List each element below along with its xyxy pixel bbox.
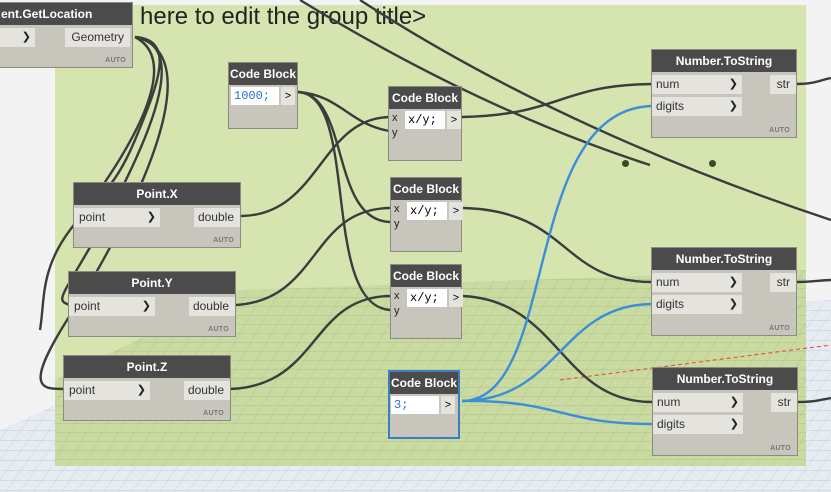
output-port[interactable]: > bbox=[441, 396, 455, 414]
output-port-double[interactable]: double bbox=[189, 297, 235, 316]
chevron-right-icon: ❯ bbox=[21, 31, 31, 43]
input-port-point[interactable]: point❯ bbox=[74, 208, 160, 227]
chevron-right-icon: ❯ bbox=[729, 396, 739, 408]
input-port-x[interactable]: x bbox=[394, 203, 400, 215]
node-number-tostring[interactable]: Number.ToString num❯ digits❯ str AUTO bbox=[651, 49, 797, 138]
node-code-block-3[interactable]: Code Block 3; > bbox=[388, 370, 460, 439]
code-editor[interactable]: 3; > bbox=[391, 396, 455, 414]
code-text[interactable]: x/y; bbox=[405, 111, 445, 129]
output-port-geometry[interactable]: Geometry bbox=[65, 28, 130, 47]
input-port-y[interactable]: y bbox=[394, 305, 400, 317]
input-port-x[interactable]: x bbox=[394, 290, 400, 302]
node-title: Code Block bbox=[229, 63, 297, 85]
input-port-y[interactable]: y bbox=[394, 218, 400, 230]
geometry-point bbox=[709, 160, 716, 167]
code-text[interactable]: 1000; bbox=[231, 87, 279, 105]
input-port-point[interactable]: point❯ bbox=[64, 381, 150, 400]
code-editor[interactable]: x/y; > bbox=[405, 111, 461, 129]
code-editor[interactable]: x/y; > bbox=[407, 289, 463, 307]
chevron-right-icon: ❯ bbox=[141, 300, 151, 312]
node-title: Code Block bbox=[391, 178, 461, 200]
node-code-block-xy[interactable]: Code Block x y x/y; > bbox=[388, 86, 462, 161]
chevron-right-icon: ❯ bbox=[728, 276, 738, 288]
input-port-digits[interactable]: digits❯ bbox=[652, 295, 742, 314]
code-text[interactable]: 3; bbox=[391, 396, 439, 414]
node-code-block-xy[interactable]: Code Block x y x/y; > bbox=[390, 177, 463, 252]
output-port-str[interactable]: str bbox=[770, 75, 796, 94]
code-text[interactable]: x/y; bbox=[407, 202, 447, 220]
node-title: Point.X bbox=[74, 183, 240, 205]
input-port-x[interactable]: x bbox=[392, 112, 398, 124]
input-port-point[interactable]: point❯ bbox=[69, 297, 155, 316]
input-port-digits[interactable]: digits❯ bbox=[653, 415, 743, 434]
output-port-double[interactable]: double bbox=[194, 208, 240, 227]
chevron-right-icon: ❯ bbox=[728, 78, 738, 90]
node-title: ent.GetLocation bbox=[0, 3, 132, 25]
lacing-badge: AUTO bbox=[105, 57, 126, 64]
node-title: Number.ToString bbox=[652, 50, 796, 72]
node-point-y[interactable]: Point.Y point❯ double AUTO bbox=[68, 271, 236, 337]
node-element-getlocation[interactable]: ent.GetLocation ❯ Geometry AUTO bbox=[0, 2, 133, 68]
node-code-block-1000[interactable]: Code Block 1000; > bbox=[228, 62, 298, 129]
output-port-str[interactable]: str bbox=[771, 393, 797, 412]
lacing-badge: AUTO bbox=[769, 127, 790, 134]
code-editor[interactable]: 1000; > bbox=[231, 87, 295, 105]
node-title: Code Block bbox=[390, 372, 458, 394]
input-port[interactable]: ❯ bbox=[0, 28, 35, 47]
lacing-badge: AUTO bbox=[770, 445, 791, 452]
output-port[interactable]: > bbox=[281, 87, 295, 105]
output-port[interactable]: > bbox=[449, 202, 463, 220]
output-port[interactable]: > bbox=[449, 289, 463, 307]
node-code-block-xy[interactable]: Code Block x y x/y; > bbox=[390, 264, 463, 339]
input-port-y[interactable]: y bbox=[392, 127, 398, 139]
input-port-num[interactable]: num❯ bbox=[652, 273, 742, 292]
chevron-right-icon: ❯ bbox=[728, 298, 738, 310]
lacing-badge: AUTO bbox=[208, 326, 229, 333]
chevron-right-icon: ❯ bbox=[136, 384, 146, 396]
input-port-num[interactable]: num❯ bbox=[653, 393, 743, 412]
input-port-digits[interactable]: digits❯ bbox=[652, 97, 742, 116]
chevron-right-icon: ❯ bbox=[729, 418, 739, 430]
chevron-right-icon: ❯ bbox=[146, 211, 156, 223]
lacing-badge: AUTO bbox=[769, 325, 790, 332]
lacing-badge: AUTO bbox=[213, 237, 234, 244]
lacing-badge: AUTO bbox=[203, 410, 224, 417]
node-title: Point.Y bbox=[69, 272, 235, 294]
node-title: Number.ToString bbox=[652, 248, 796, 270]
input-port-num[interactable]: num❯ bbox=[652, 75, 742, 94]
node-title: Code Block bbox=[391, 265, 461, 287]
output-port-double[interactable]: double bbox=[184, 381, 230, 400]
group-title[interactable]: here to edit the group title> bbox=[140, 3, 427, 30]
chevron-right-icon: ❯ bbox=[728, 100, 738, 112]
code-text[interactable]: x/y; bbox=[407, 289, 447, 307]
node-title: Number.ToString bbox=[653, 368, 797, 390]
node-number-tostring[interactable]: Number.ToString num❯ digits❯ str AUTO bbox=[652, 367, 798, 456]
output-port-str[interactable]: str bbox=[770, 273, 796, 292]
node-point-z[interactable]: Point.Z point❯ double AUTO bbox=[63, 355, 231, 421]
code-editor[interactable]: x/y; > bbox=[407, 202, 463, 220]
node-title: Point.Z bbox=[64, 356, 230, 378]
output-port[interactable]: > bbox=[447, 111, 461, 129]
node-title: Code Block bbox=[389, 87, 461, 109]
node-point-x[interactable]: Point.X point❯ double AUTO bbox=[73, 182, 241, 248]
geometry-point bbox=[622, 160, 629, 167]
node-number-tostring[interactable]: Number.ToString num❯ digits❯ str AUTO bbox=[651, 247, 797, 336]
